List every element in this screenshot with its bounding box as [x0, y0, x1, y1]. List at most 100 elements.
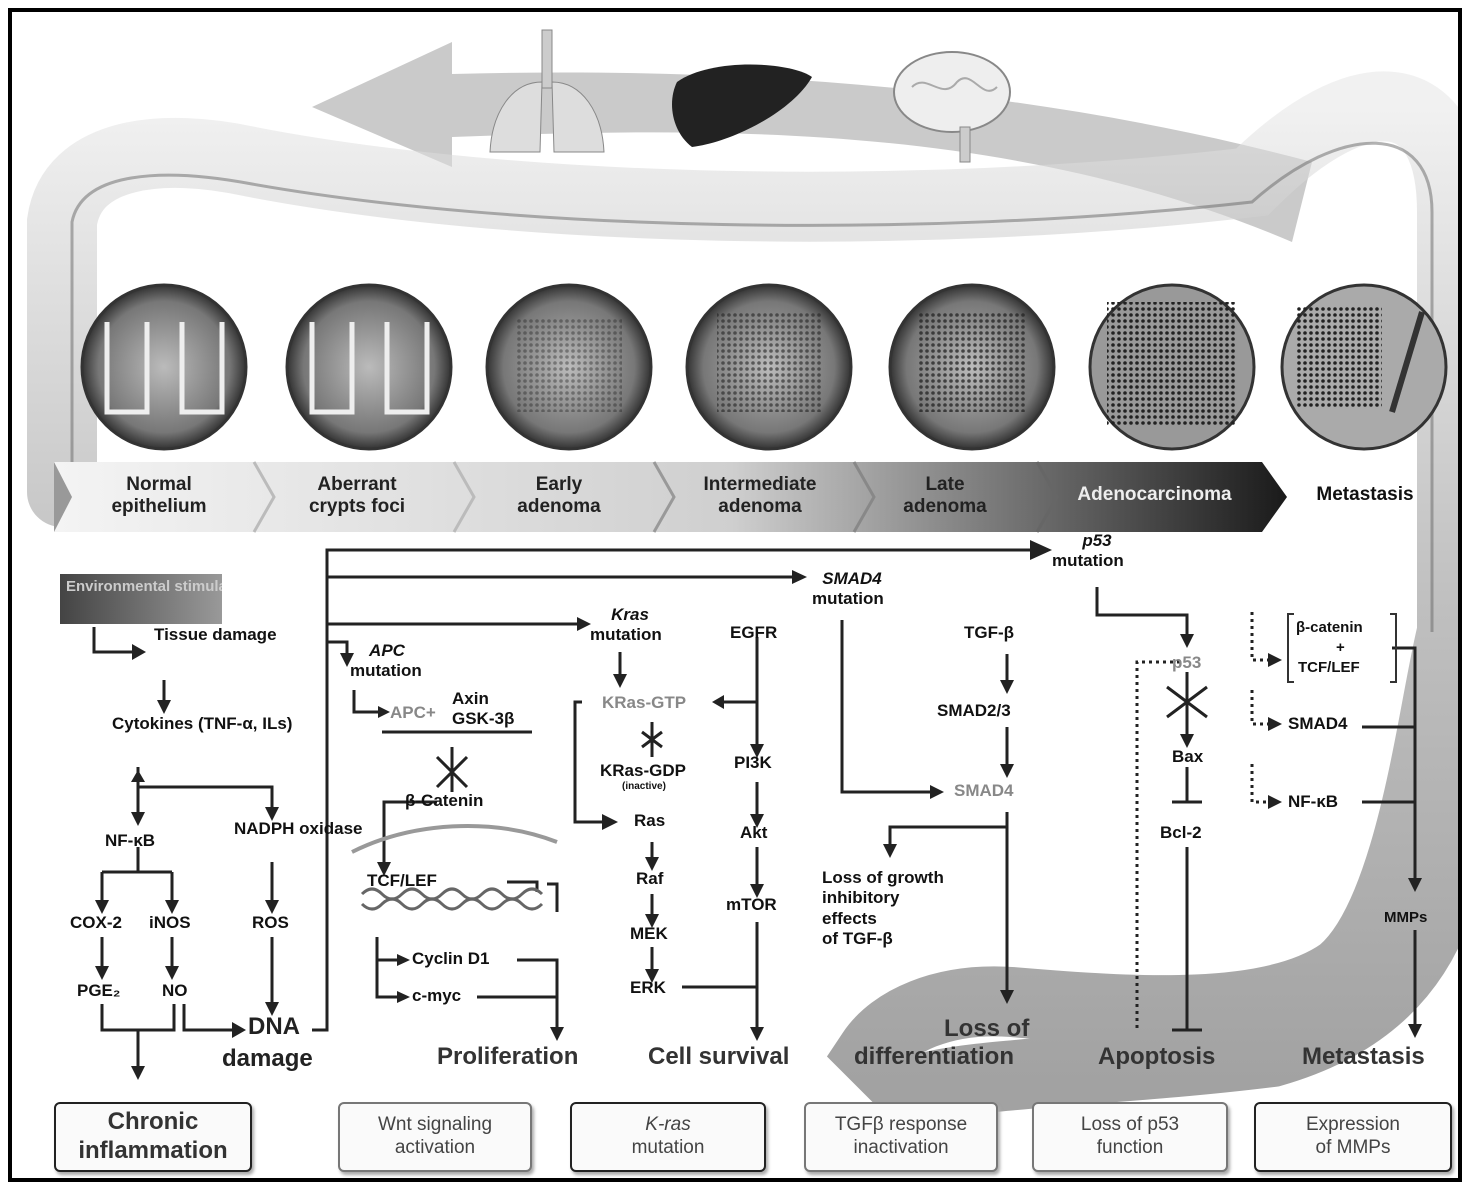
outcome-apoptosis: Apoptosis — [1098, 1043, 1216, 1070]
loss-line: inhibitory — [822, 888, 900, 908]
smad4-node: SMAD4 — [954, 781, 1014, 800]
outcome-loss-diff-1: Loss of — [944, 1015, 1030, 1042]
smad4-mutation-label: SMAD4 — [822, 569, 882, 588]
meta-nfkb: NF-κB — [1288, 792, 1339, 811]
stage-line1: Intermediate — [703, 474, 817, 495]
smad4-mutation-label-2: mutation — [812, 589, 884, 608]
cyclin-d1: Cyclin D1 — [412, 949, 490, 968]
stage-line1: Metastasis — [1316, 484, 1414, 505]
beta-catenin: β-Catenin — [405, 791, 484, 810]
loss-growth-inhibitory: Loss of growth inhibitory effects of TGF… — [822, 868, 944, 950]
stage-line2: adenoma — [718, 495, 802, 517]
inos: iNOS — [149, 913, 191, 932]
stage-line2: epithelium — [111, 495, 207, 517]
kras-inactive: (inactive) — [622, 781, 666, 792]
mmps: MMPs — [1384, 909, 1428, 926]
loss-line: Loss of growth — [822, 868, 944, 887]
environmental-stimulant-box: Environmental stimulant — [60, 574, 222, 624]
stage-line1: Early — [535, 474, 583, 495]
stage-line2: adenoma — [517, 495, 601, 517]
arrowheads — [95, 540, 1422, 1080]
brain-icon — [893, 51, 1011, 163]
box-line: Chronic — [107, 1108, 199, 1136]
box-line: mutation — [631, 1137, 705, 1158]
tissue-damage: Tissue damage — [154, 625, 277, 644]
meta-plus: + — [1336, 639, 1345, 656]
colon-illustration — [27, 29, 1458, 1134]
axin: Axin — [452, 689, 489, 708]
crypt-late-adenoma — [888, 283, 1056, 451]
crypt-metastasis — [1280, 283, 1448, 451]
meta-tcflef: TCF/LEF — [1298, 659, 1360, 676]
bax: Bax — [1172, 747, 1204, 766]
bcl2: Bcl-2 — [1160, 823, 1202, 842]
box-line: Wnt signaling — [377, 1114, 493, 1136]
ras: Ras — [634, 811, 666, 830]
loss-line: of TGF-β — [822, 929, 893, 949]
stage-line1: Aberrant — [317, 474, 397, 495]
akt: Akt — [740, 823, 768, 842]
stage-metastasis: Metastasis — [1290, 484, 1440, 506]
kras-gtp: KRas-GTP — [602, 693, 687, 712]
apc-complex: APC+ — [390, 703, 436, 722]
dna-damage-line1: DNA — [248, 1013, 300, 1040]
outcome-cell-survival: Cell survival — [648, 1043, 790, 1070]
crypt-intermediate-adenoma — [685, 283, 853, 451]
liver-icon — [672, 64, 812, 147]
outcome-metastasis: Metastasis — [1302, 1043, 1425, 1070]
pi3k: PI3K — [734, 753, 772, 772]
stage-line1: Adenocarcinoma — [1077, 484, 1232, 505]
kras-gdp: KRas-GDP — [600, 761, 686, 780]
crypt-adenocarcinoma — [1088, 283, 1256, 451]
lung-icon — [489, 29, 605, 153]
box-line: function — [1096, 1137, 1164, 1158]
tcf-lef: TCF/LEF — [367, 871, 437, 890]
loss-line: effects — [822, 908, 877, 928]
crypt-normal — [80, 283, 248, 451]
box-line: TGFβ response — [834, 1114, 968, 1136]
meta-smad4: SMAD4 — [1288, 714, 1348, 733]
stage-line2: adenoma — [903, 495, 987, 517]
erk: ERK — [630, 978, 666, 997]
kras-mutation-label-2: mutation — [590, 625, 662, 644]
stage-line1: Normal — [126, 474, 192, 495]
apc-mutation-label-2: mutation — [350, 661, 422, 680]
box-line: of MMPs — [1315, 1137, 1391, 1158]
outcome-proliferation: Proliferation — [437, 1043, 579, 1070]
box-line: inflammation — [78, 1137, 228, 1164]
crypt-early-adenoma — [485, 283, 653, 451]
colon-body — [27, 71, 1458, 1134]
p53-node: p53 — [1172, 653, 1202, 672]
tgf-beta: TGF-β — [964, 623, 1015, 642]
kras-mutation-label: Kras — [611, 605, 649, 624]
egfr: EGFR — [730, 623, 778, 642]
mek: MEK — [630, 924, 668, 943]
c-myc: c-myc — [412, 986, 462, 1005]
p53-mutation-label-2: mutation — [1052, 551, 1124, 570]
pge2: PGE₂ — [77, 981, 121, 1000]
outcome-loss-diff-2: differentiation — [854, 1043, 1014, 1070]
stage-band — [54, 461, 1287, 533]
cytokines: Cytokines (TNF-α, ILs) — [112, 714, 293, 733]
nfkb-node: NF-κB — [105, 831, 156, 850]
gsk3b: GSK-3β — [452, 709, 515, 728]
p53-mutation-label: p53 — [1082, 531, 1112, 550]
raf: Raf — [636, 869, 664, 888]
cox2: COX-2 — [70, 913, 122, 932]
stage-line2: crypts foci — [308, 495, 406, 517]
ros: ROS — [252, 913, 289, 932]
smad23: SMAD2/3 — [937, 701, 1011, 720]
no: NO — [162, 981, 188, 1000]
dna-helix-icon — [360, 887, 544, 911]
crypt-aberrant — [285, 283, 453, 451]
